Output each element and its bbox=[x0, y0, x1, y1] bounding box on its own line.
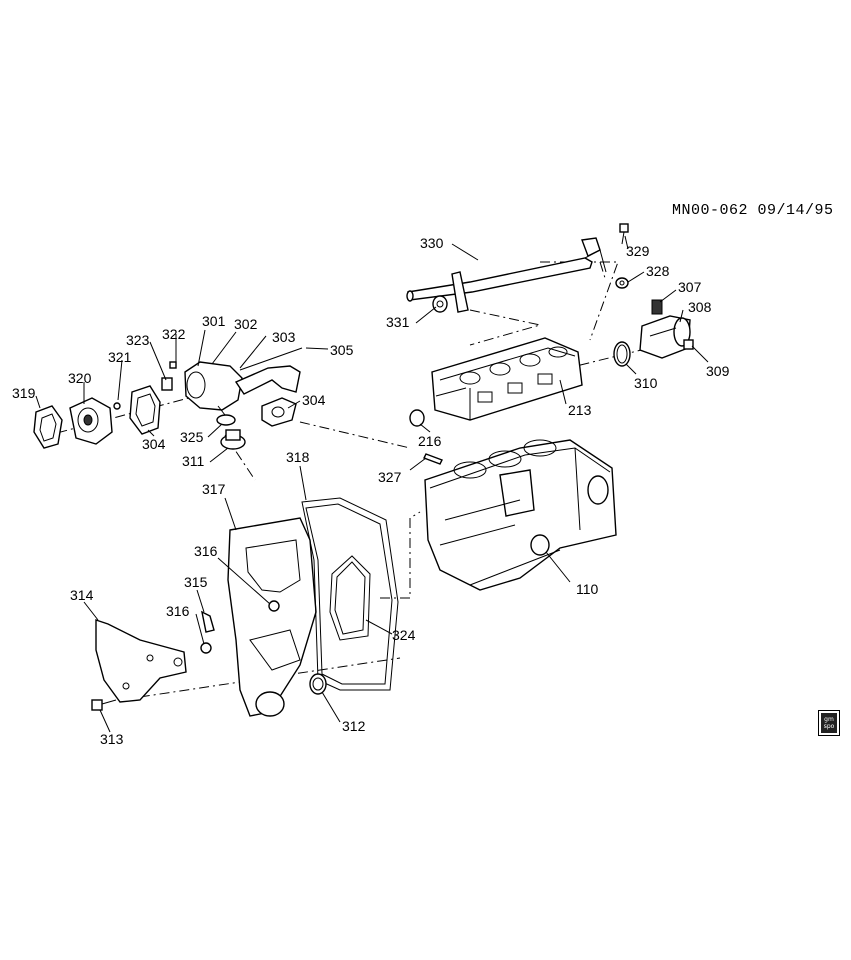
outlet-housing bbox=[639, 299, 691, 359]
callout-302: 302 bbox=[234, 316, 258, 332]
timing-cover bbox=[227, 517, 317, 717]
nut-316a bbox=[268, 600, 280, 612]
engine-block bbox=[424, 439, 617, 591]
callout-327: 327 bbox=[378, 469, 402, 485]
callout-labels: 330 329 328 307 308 331 301 302 322 323 … bbox=[12, 235, 730, 747]
seal-325 bbox=[216, 414, 236, 426]
callout-324: 324 bbox=[392, 627, 416, 643]
callout-303: 303 bbox=[272, 329, 296, 345]
callout-330: 330 bbox=[420, 235, 444, 251]
grommet-331 bbox=[432, 295, 448, 313]
document-id-label: MN00-062 09/14/95 bbox=[672, 202, 834, 219]
callout-315: 315 bbox=[184, 574, 208, 590]
callout-301: 301 bbox=[202, 313, 226, 329]
plug-216 bbox=[409, 409, 425, 427]
bolt-329 bbox=[619, 223, 629, 245]
callout-313: 313 bbox=[100, 731, 124, 747]
coolant-pipe bbox=[406, 237, 607, 313]
gasket-319 bbox=[33, 405, 63, 449]
seal-312 bbox=[309, 673, 327, 695]
gasket-304 bbox=[129, 385, 161, 435]
callout-321: 321 bbox=[108, 349, 132, 365]
callout-318: 318 bbox=[286, 449, 310, 465]
water-pump bbox=[69, 397, 113, 445]
bolt-315 bbox=[201, 610, 215, 633]
gasket-324 bbox=[329, 555, 371, 641]
callout-316-bracket: 316 bbox=[166, 603, 190, 619]
gm-spo-logo: gm spo bbox=[818, 710, 840, 736]
callout-314: 314 bbox=[70, 587, 94, 603]
gasket-310 bbox=[613, 341, 631, 367]
stud-327 bbox=[423, 453, 443, 465]
callout-320: 320 bbox=[68, 370, 92, 386]
callout-328: 328 bbox=[646, 263, 670, 279]
leader-lines bbox=[35, 235, 709, 733]
bolt-313 bbox=[91, 699, 117, 711]
thermostat-housing bbox=[161, 347, 303, 427]
callout-308: 308 bbox=[688, 299, 712, 315]
timing-cover-gasket bbox=[301, 497, 399, 691]
washer-328 bbox=[615, 277, 629, 289]
mount-bracket bbox=[95, 619, 187, 703]
nut-316b bbox=[200, 642, 212, 654]
callout-322: 322 bbox=[162, 326, 186, 342]
callout-307: 307 bbox=[678, 279, 702, 295]
callout-305: 305 bbox=[330, 342, 354, 358]
callout-331: 331 bbox=[386, 314, 410, 330]
bolt-321 bbox=[113, 402, 121, 410]
callout-317: 317 bbox=[202, 481, 226, 497]
callout-323: 323 bbox=[126, 332, 150, 348]
callout-309: 309 bbox=[706, 363, 730, 379]
callout-311: 311 bbox=[182, 453, 205, 469]
callout-325: 325 bbox=[180, 429, 204, 445]
cylinder-head bbox=[431, 337, 583, 421]
callout-310: 310 bbox=[634, 375, 658, 391]
callout-213: 213 bbox=[568, 402, 592, 418]
callout-216: 216 bbox=[418, 433, 442, 449]
callout-329: 329 bbox=[626, 243, 650, 259]
callout-316-cover: 316 bbox=[194, 543, 218, 559]
callout-304-pipe: 304 bbox=[302, 392, 326, 408]
callout-319: 319 bbox=[12, 385, 36, 401]
callout-304-pump: 304 bbox=[142, 436, 166, 452]
thermostat-311 bbox=[220, 429, 246, 450]
callout-312: 312 bbox=[342, 718, 366, 734]
callout-110: 110 bbox=[576, 581, 599, 597]
bolt-309 bbox=[683, 339, 694, 350]
